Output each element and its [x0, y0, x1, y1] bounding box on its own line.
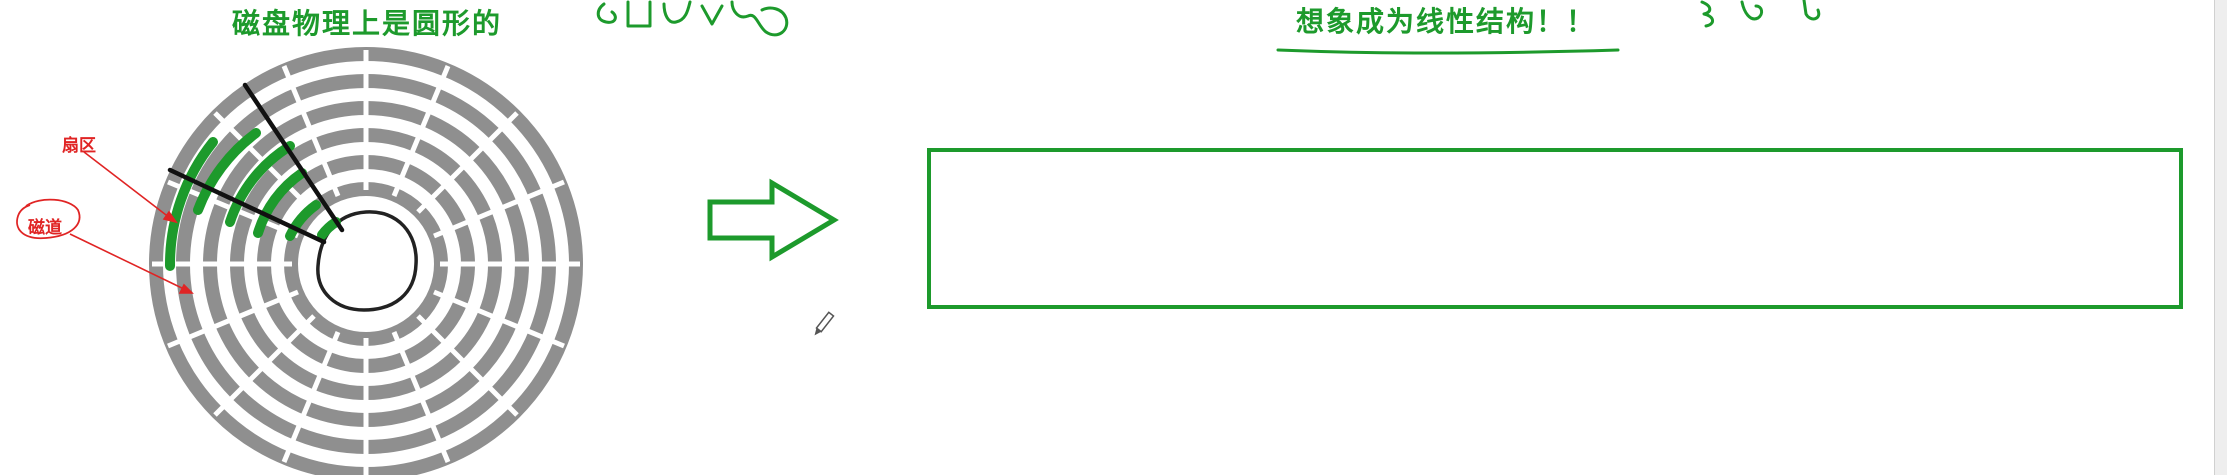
- handwriting-scribble-right: [1700, 0, 1821, 28]
- track-label-circle: [16, 198, 81, 240]
- track-pointer-line: [69, 233, 187, 291]
- linear-structure-title: 想象成为线性结构！！: [1296, 5, 1597, 38]
- window-edge-scrollbar[interactable]: [2214, 0, 2227, 475]
- track-label: 磁道: [28, 218, 62, 238]
- sector-pointer-line: [83, 151, 171, 219]
- track-pointer-head: [178, 283, 194, 294]
- sector-boundary-lines: [167, 82, 345, 245]
- sector-pointer-head: [162, 210, 178, 224]
- sector-highlight: [164, 128, 341, 271]
- sector-label: 扇区: [62, 136, 96, 156]
- pen-cursor-icon: [814, 311, 835, 336]
- handwriting-scribble-left: [596, 0, 789, 37]
- annotation-arrows: [69, 151, 194, 294]
- disk-physical-title: 磁盘物理上是圆形的: [232, 7, 503, 40]
- linear-storage-rectangle: [927, 148, 2183, 309]
- title-underline: [1276, 48, 1620, 55]
- right-arrow-icon: [707, 178, 839, 262]
